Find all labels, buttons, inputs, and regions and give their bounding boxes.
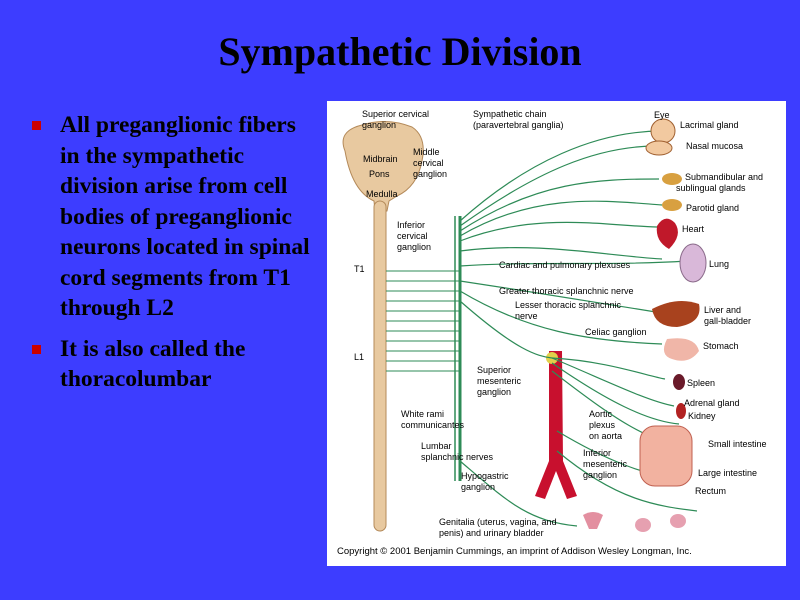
spinal-cord	[373, 200, 387, 532]
label-sympathetic-chain: (paravertebral ganglia)	[473, 120, 564, 130]
bullet-marker	[32, 121, 41, 130]
copyright-notice: Copyright © 2001 Benjamin Cummings, an i…	[337, 546, 692, 557]
label-inferior-cervical: ganglion	[397, 242, 431, 252]
aorta	[535, 351, 577, 499]
label-aortic-plexus: Aortic	[589, 409, 613, 419]
label-t1: T1	[354, 264, 365, 274]
liver-organ	[652, 300, 700, 327]
diagram-svg: Superior cervical ganglion Sympathetic c…	[342, 109, 767, 538]
label-middle-cervical: Middle	[413, 147, 440, 157]
kidney-organ	[676, 403, 686, 419]
submandibular-organ	[662, 173, 682, 185]
stomach-organ	[663, 338, 699, 361]
nasal-mucosa-organ	[645, 140, 673, 156]
label-lesser-thoracic: nerve	[515, 311, 538, 321]
label-genitalia: Genitalia (uterus, vagina, and	[439, 517, 557, 527]
label-inferior-cervical: Inferior	[397, 220, 425, 230]
spleen-organ	[673, 374, 685, 390]
spinal-fibers	[386, 270, 460, 372]
label-rectum: Rectum	[695, 486, 726, 496]
label-lesser-thoracic: Lesser thoracic splanchnic	[515, 300, 622, 310]
label-genitalia: penis) and urinary bladder	[439, 528, 544, 538]
label-spleen: Spleen	[687, 378, 715, 388]
label-eye: Eye	[654, 110, 670, 120]
label-liver: gall-bladder	[704, 316, 751, 326]
bullet-text: All preganglionic fibers in the sympathe…	[60, 112, 310, 321]
bullet-marker	[32, 344, 41, 354]
eye-organ	[650, 118, 676, 144]
label-kidney: Kidney	[688, 411, 716, 421]
label-heart: Heart	[682, 224, 705, 234]
label-aortic-plexus: plexus	[589, 420, 616, 430]
bullet-text: It is also called the thoracolumbar	[60, 335, 246, 393]
label-small-intestine: Small intestine	[708, 439, 767, 449]
label-hypogastric: ganglion	[461, 482, 495, 492]
bullet-item: All preganglionic fibers in the sympathe…	[26, 110, 316, 324]
label-submandibular: sublingual glands	[676, 183, 746, 193]
parotid-organ	[662, 199, 682, 211]
intestine-organ	[639, 425, 693, 487]
label-middle-cervical: cervical	[413, 158, 444, 168]
label-middle-cervical: ganglion	[413, 169, 447, 179]
label-superior-mesenteric: Superior	[477, 365, 511, 375]
label-hypogastric: Hypogastric	[461, 471, 509, 481]
label-celiac: Celiac ganglion	[585, 327, 647, 337]
lung-organ	[679, 243, 707, 283]
bladder-organ	[670, 514, 686, 528]
label-l1: L1	[354, 352, 364, 362]
label-aortic-plexus: on aorta	[589, 431, 622, 441]
label-superior-mesenteric: mesenteric	[477, 376, 522, 386]
label-sympathetic-chain: Sympathetic chain	[473, 109, 547, 119]
heart-organ	[656, 218, 678, 249]
label-cardiac-pulmonary: Cardiac and pulmonary plexuses	[499, 260, 631, 270]
bullet-list: All preganglionic fibers in the sympathe…	[26, 110, 316, 395]
label-medulla: Medulla	[366, 189, 398, 199]
label-adrenal: Adrenal gland	[684, 398, 740, 408]
bullet-item: It is also called the thoracolumbar	[26, 334, 316, 395]
sympathetic-diagram: Superior cervical ganglion Sympathetic c…	[327, 101, 786, 566]
label-midbrain: Midbrain	[363, 154, 398, 164]
label-submandibular: Submandibular and	[685, 172, 763, 182]
label-greater-thoracic: Greater thoracic splanchnic nerve	[499, 286, 634, 296]
label-large-intestine: Large intestine	[698, 468, 757, 478]
label-lumbar: Lumbar	[421, 441, 452, 451]
nerve-fibers	[459, 130, 698, 527]
label-pons: Pons	[369, 169, 390, 179]
label-superior-cervical: ganglion	[362, 120, 396, 130]
label-parotid: Parotid gland	[686, 203, 739, 213]
label-inferior-mesenteric: ganglion	[583, 470, 617, 480]
label-liver: Liver and	[704, 305, 741, 315]
bladder-organ	[635, 518, 651, 532]
slide-title: Sympathetic Division	[218, 29, 582, 74]
label-white-rami: White rami	[401, 409, 444, 419]
label-nasal: Nasal mucosa	[686, 141, 743, 151]
label-lumbar: splanchnic nerves	[421, 452, 494, 462]
label-lacrimal: Lacrimal gland	[680, 120, 739, 130]
genitalia-organ	[583, 512, 603, 529]
label-superior-cervical: Superior cervical	[362, 109, 429, 119]
label-lung: Lung	[709, 259, 729, 269]
label-white-rami: communicantes	[401, 420, 465, 430]
label-inferior-mesenteric: mesenteric	[583, 459, 628, 469]
label-superior-mesenteric: ganglion	[477, 387, 511, 397]
label-stomach: Stomach	[703, 341, 739, 351]
label-inferior-mesenteric: Inferior	[583, 448, 611, 458]
label-inferior-cervical: cervical	[397, 231, 428, 241]
